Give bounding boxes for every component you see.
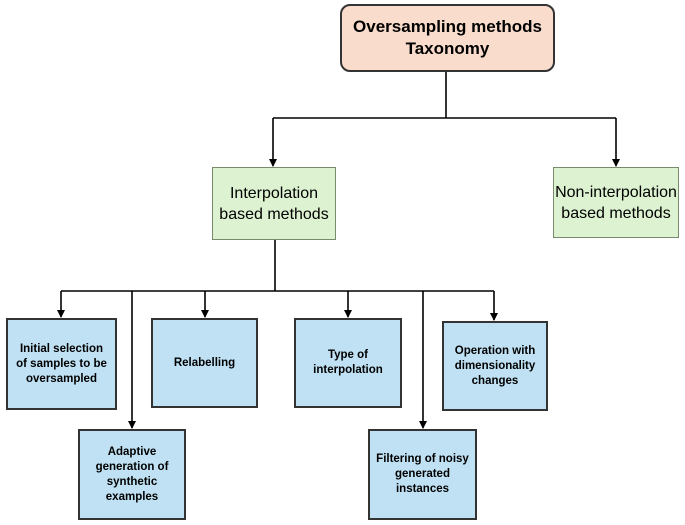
dimensionality-label: Operation with dimensionality changes bbox=[454, 344, 536, 387]
non-interpolation-label: Non-interpolation based methods bbox=[555, 183, 677, 222]
relabelling-label: Relabelling bbox=[173, 356, 236, 369]
initial-selection-label: Initial selection of samples to be overs… bbox=[16, 342, 107, 385]
non-interpolation-node: Non-interpolation based methods bbox=[553, 167, 679, 238]
adaptive-generation-node: Adaptive generation of synthetic example… bbox=[78, 429, 186, 520]
dimensionality-node: Operation with dimensionality changes bbox=[442, 321, 548, 411]
type-of-interpolation-label: Type of interpolation bbox=[313, 349, 383, 376]
filtering-label: Filtering of noisy generated instances bbox=[376, 453, 469, 495]
root-node: Oversampling methods Taxonomy bbox=[340, 4, 555, 72]
root-label: Oversampling methods Taxonomy bbox=[353, 17, 542, 58]
adaptive-generation-label: Adaptive generation of synthetic example… bbox=[95, 445, 169, 503]
interpolation-node: Interpolation based methods bbox=[212, 167, 336, 240]
filtering-node: Filtering of noisy generated instances bbox=[368, 429, 477, 520]
interpolation-label: Interpolation based methods bbox=[219, 184, 329, 223]
type-of-interpolation-node: Type of interpolation bbox=[294, 318, 402, 408]
initial-selection-node: Initial selection of samples to be overs… bbox=[6, 318, 117, 410]
relabelling-node: Relabelling bbox=[151, 318, 258, 408]
